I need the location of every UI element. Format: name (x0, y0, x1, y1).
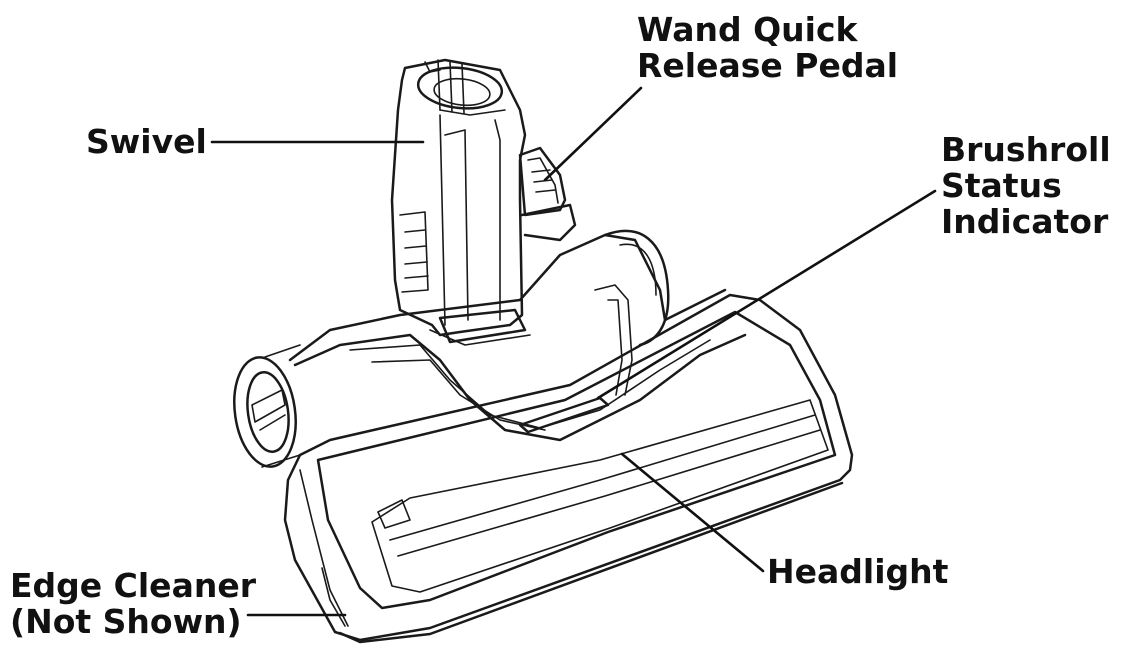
label-line: Release Pedal (637, 48, 898, 84)
label-edge-cleaner: Edge Cleaner (Not Shown) (10, 568, 256, 640)
label-headlight: Headlight (767, 554, 948, 590)
leader-headlight (622, 454, 763, 571)
label-line: Swivel (86, 124, 207, 160)
label-line: Brushroll (941, 132, 1111, 168)
leader-wand-quick-release-pedal (545, 88, 641, 180)
label-swivel: Swivel (86, 124, 207, 160)
leader-brushroll-status-indicator (598, 191, 935, 398)
left-wheel (228, 345, 303, 471)
label-line: Status (941, 168, 1111, 204)
label-line: Edge Cleaner (10, 568, 256, 604)
label-wand-quick-release-pedal: Wand Quick Release Pedal (637, 12, 898, 84)
label-line: Wand Quick (637, 12, 898, 48)
quick-release-pedal (520, 148, 575, 240)
label-line: (Not Shown) (10, 604, 256, 640)
leader-lines (212, 88, 935, 615)
label-line: Indicator (941, 204, 1111, 240)
label-brushroll-status-indicator: Brushroll Status Indicator (941, 132, 1111, 240)
label-line: Headlight (767, 554, 948, 590)
upper-housing (290, 231, 745, 440)
